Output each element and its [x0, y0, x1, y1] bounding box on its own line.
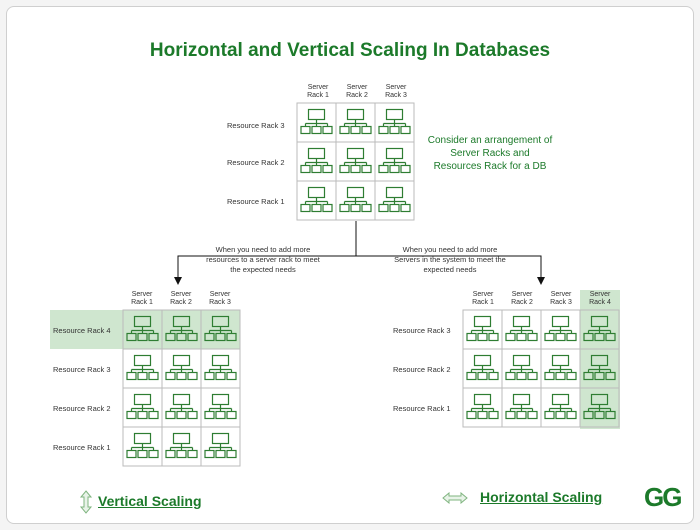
top-row-label-3: Resource Rack 3: [227, 121, 285, 130]
left-rack-grid: [122, 309, 241, 467]
vertical-arrow-icon: [79, 490, 93, 519]
diagram-frame: [6, 6, 694, 524]
top-col-label-3: Server Rack 3: [385, 84, 407, 99]
server-network-icon: [505, 393, 538, 420]
server-network-icon: [204, 432, 237, 459]
left-row-label-4: Resource Rack 4: [53, 326, 111, 335]
server-network-icon: [126, 393, 159, 420]
server-network-icon: [204, 354, 237, 381]
top-row-label-2: Resource Rack 2: [227, 158, 285, 167]
vertical-arrow-text: When you need to add more resources to a…: [206, 245, 320, 274]
brand-logo: GG: [644, 482, 682, 512]
server-network-icon: [204, 393, 237, 420]
server-network-icon: [583, 354, 616, 381]
legend-vertical-scaling: Vertical Scaling: [98, 493, 202, 509]
right-col-label-3: Server Rack 3: [550, 291, 572, 306]
server-network-icon: [126, 354, 159, 381]
horizontal-arrow-icon: [442, 491, 468, 509]
server-network-icon: [339, 108, 372, 135]
server-network-icon: [300, 186, 333, 213]
server-network-icon: [378, 147, 411, 174]
top-col-label-1: Server Rack 1: [307, 84, 329, 99]
server-network-icon: [339, 186, 372, 213]
server-network-icon: [300, 108, 333, 135]
horizontal-arrow-text: When you need to add more Servers in the…: [394, 245, 506, 274]
server-network-icon: [378, 186, 411, 213]
right-row-label-1: Resource Rack 1: [393, 404, 451, 413]
server-network-icon: [583, 393, 616, 420]
server-network-icon: [544, 354, 577, 381]
left-col-label-1: Server Rack 1: [131, 291, 153, 306]
top-col-label-2: Server Rack 2: [346, 84, 368, 99]
horizontal-scaling-arrow: [356, 255, 545, 285]
right-col-label-2: Server Rack 2: [511, 291, 533, 306]
right-col-label-1: Server Rack 1: [472, 291, 494, 306]
left-col-label-3: Server Rack 3: [209, 291, 231, 306]
vertical-scaling-arrow: [174, 221, 357, 285]
legend-horizontal-scaling: Horizontal Scaling: [480, 489, 603, 505]
left-row-label-3: Resource Rack 3: [53, 365, 111, 374]
server-network-icon: [466, 354, 499, 381]
page-title: Horizontal and Vertical Scaling In Datab…: [149, 40, 551, 61]
server-network-icon: [204, 315, 237, 342]
server-network-icon: [505, 315, 538, 342]
left-row-label-1: Resource Rack 1: [53, 443, 111, 452]
server-network-icon: [126, 315, 159, 342]
server-network-icon: [165, 432, 198, 459]
right-col-label-4: Server Rack 4: [589, 291, 611, 306]
server-network-icon: [300, 147, 333, 174]
right-row-label-2: Resource Rack 2: [393, 365, 451, 374]
server-network-icon: [583, 315, 616, 342]
server-network-icon: [544, 315, 577, 342]
left-row-label-2: Resource Rack 2: [53, 404, 111, 413]
right-rack-grid: [462, 309, 620, 428]
server-network-icon: [505, 354, 538, 381]
left-col-label-2: Server Rack 2: [170, 291, 192, 306]
server-network-icon: [165, 354, 198, 381]
server-network-icon: [126, 432, 159, 459]
server-network-icon: [165, 315, 198, 342]
server-network-icon: [339, 147, 372, 174]
server-network-icon: [466, 315, 499, 342]
server-network-icon: [165, 393, 198, 420]
top-rack-grid: [296, 102, 415, 221]
server-network-icon: [378, 108, 411, 135]
server-network-icon: [466, 393, 499, 420]
top-row-label-1: Resource Rack 1: [227, 197, 285, 206]
right-row-label-3: Resource Rack 3: [393, 326, 451, 335]
arrangement-note: Consider an arrangement of Server Racks …: [427, 135, 553, 172]
server-network-icon: [544, 393, 577, 420]
